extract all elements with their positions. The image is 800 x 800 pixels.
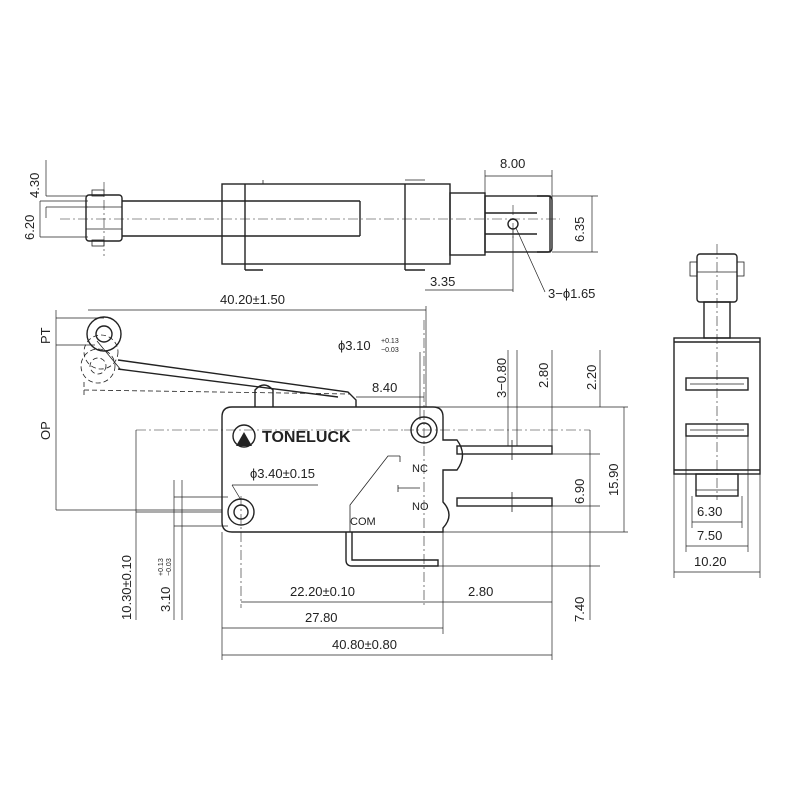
dim-6-35: 6.35 <box>572 217 587 242</box>
dim-7-50: 7.50 <box>697 528 722 543</box>
dim-40-80: 40.80±0.80 <box>332 637 397 652</box>
dim-6-90: 6.90 <box>572 479 587 504</box>
dim-3-35: 3.35 <box>430 274 455 289</box>
dim-2-80-top: 2.80 <box>536 363 551 388</box>
label-pt: PT <box>38 327 53 344</box>
hole-note-3-165: 3−ϕ1.65 <box>548 286 595 301</box>
dim-10-20: 10.20 <box>694 554 727 569</box>
dim-4-30: 4.30 <box>27 173 42 198</box>
hole-left-diameter: ϕ3.40±0.15 <box>250 466 315 481</box>
dim-8-40: 8.40 <box>372 380 397 395</box>
side-view: 6.30 7.50 10.20 <box>673 244 761 578</box>
dim-3-10-tol-lower: −0.03 <box>166 558 173 576</box>
brand-label: TONELUCK <box>262 429 351 446</box>
terminal-nc: NC <box>412 463 428 475</box>
terminal-no: NO <box>412 501 429 513</box>
dim-10-30: 10.30±0.10 <box>119 555 134 620</box>
hole-top-tol-lower: −0.03 <box>381 347 399 354</box>
dim-3-080: 3−0.80 <box>494 358 509 398</box>
terminal-com: COM <box>350 516 376 528</box>
dim-overall-length: 40.20±1.50 <box>220 292 285 307</box>
dim-27-80: 27.80 <box>305 610 338 625</box>
dim-8-00: 8.00 <box>500 156 525 171</box>
dim-22-20: 22.20±0.10 <box>290 584 355 599</box>
front-view: TONELUCK NC NO COM 40.20±1.50 PT OP ϕ3.1… <box>38 292 628 660</box>
dim-3-10: 3.10 <box>158 587 173 612</box>
dim-6-20: 6.20 <box>22 215 37 240</box>
dim-7-40: 7.40 <box>572 597 587 622</box>
dim-2-80-bottom: 2.80 <box>468 584 493 599</box>
dim-3-10-tol-upper: +0.13 <box>158 558 165 576</box>
dim-2-20: 2.20 <box>584 365 599 390</box>
label-op: OP <box>38 421 53 440</box>
dim-15-90: 15.90 <box>606 463 621 496</box>
dim-6-30: 6.30 <box>697 504 722 519</box>
hole-top-diameter: ϕ3.10 <box>338 338 371 353</box>
top-view: 4.30 6.20 8.00 6.35 3.35 3−ϕ1.65 <box>22 156 598 301</box>
hole-top-tol-upper: +0.13 <box>381 338 399 345</box>
toneluck-logo-icon <box>232 424 256 448</box>
